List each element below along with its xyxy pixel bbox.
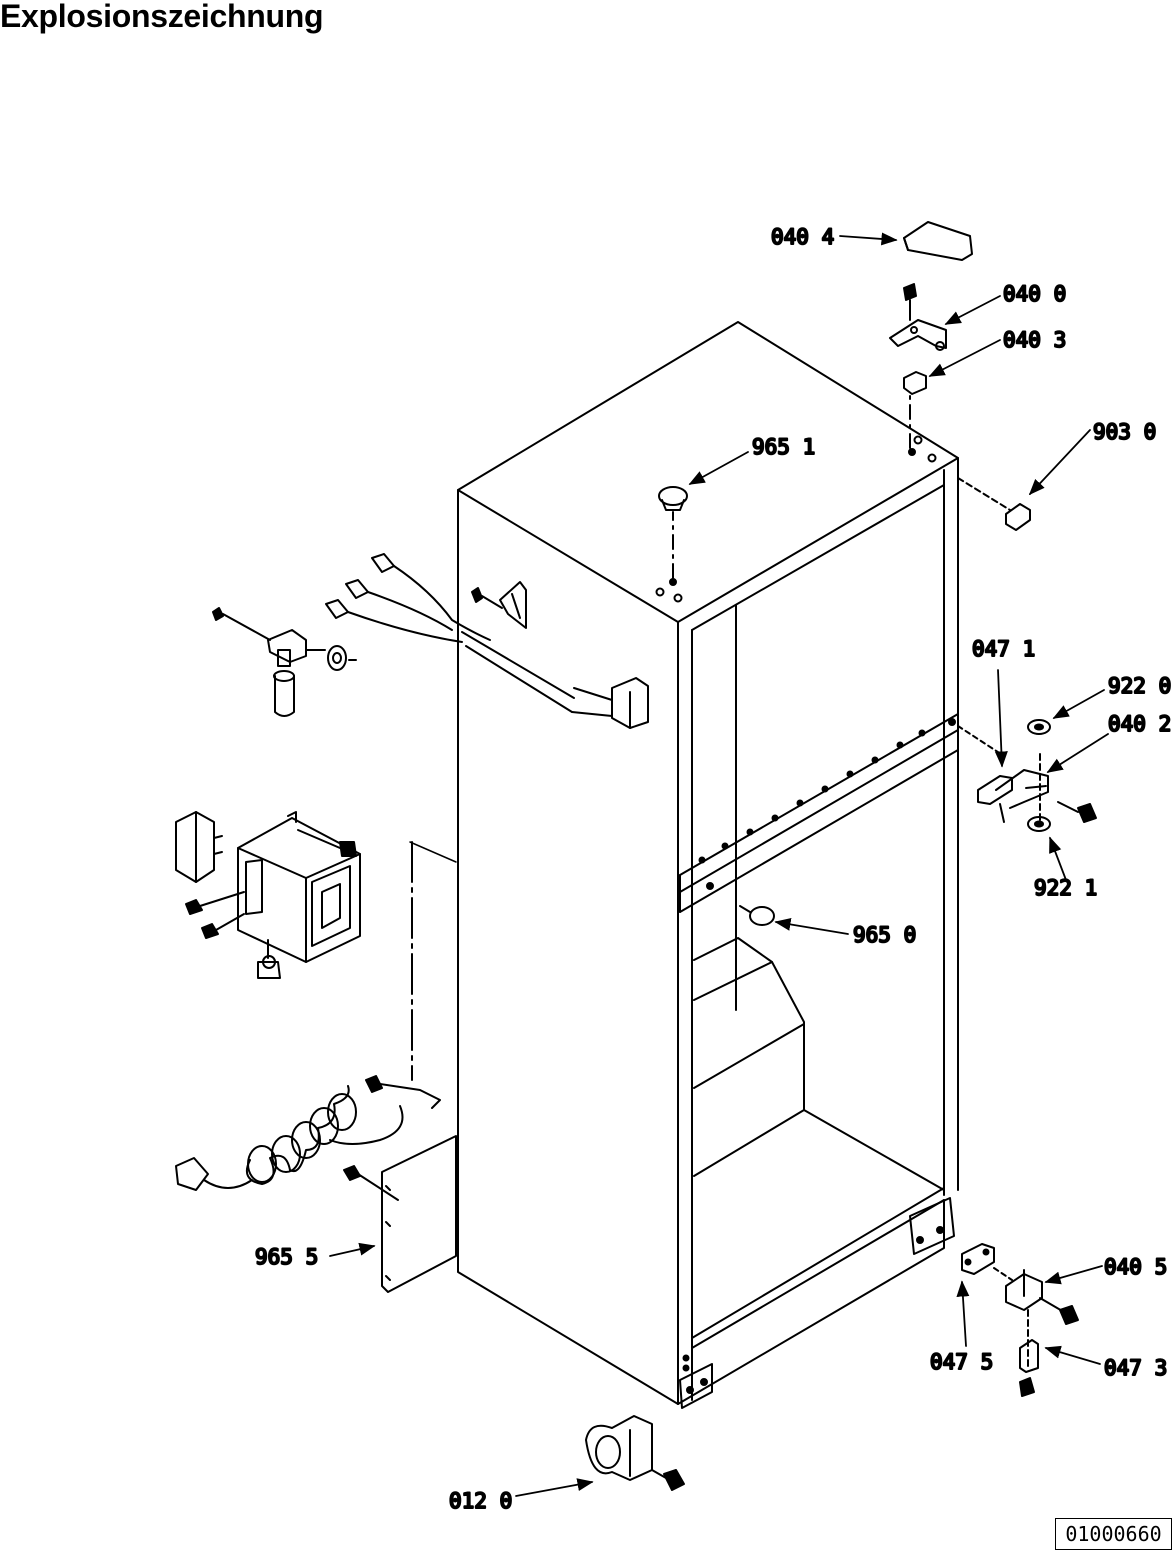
top-holes — [655, 391, 937, 603]
cabinet-side — [457, 489, 679, 1405]
middle-hinge-assembly — [957, 725, 1097, 823]
hinge-spacer-047-5 — [961, 1243, 995, 1275]
wiring-harness — [325, 553, 649, 729]
front-foot-plate — [679, 1354, 713, 1409]
label-047-1: 047 1 — [972, 637, 1035, 661]
page-title: Explosionszeichnung — [0, 0, 324, 34]
label-040-2: 040 2 — [1108, 712, 1171, 736]
washer-922-1 — [1027, 816, 1051, 832]
label-965-1: 965 1 — [752, 435, 815, 459]
label-965-5: 965 5 — [255, 1245, 318, 1269]
power-cord — [175, 841, 457, 1191]
label-040-0: 040 0 — [1003, 282, 1066, 306]
label-965-0: 965 0 — [853, 923, 916, 947]
thermostat-assembly — [212, 607, 357, 717]
lower-hinge-plate — [909, 1197, 955, 1255]
lamp-bracket — [471, 581, 527, 629]
label-040-5: 040 5 — [1104, 1255, 1167, 1279]
inner-evaporator — [693, 937, 805, 1177]
door-stop-903-0 — [957, 477, 1031, 531]
cabinet-body — [457, 321, 959, 1405]
top-hinge-040-0 — [889, 283, 947, 351]
leveling-foot-012-0 — [585, 1415, 685, 1491]
label-922-1: 922 1 — [1034, 876, 1097, 900]
document-id-box: 01000660 — [1055, 1518, 1172, 1550]
leader-lines — [329, 232, 1109, 1497]
compressor-start-box — [185, 811, 361, 979]
washer-922-0 — [1027, 719, 1051, 735]
back-cover-965-5 — [343, 1135, 457, 1293]
plug-965-1 — [658, 486, 688, 511]
label-040-4: 040 4 — [771, 225, 834, 249]
hinge-bushing-040-3 — [903, 371, 927, 395]
label-040-3: 040 3 — [1003, 328, 1066, 352]
label-903-0: 903 0 — [1093, 420, 1156, 444]
label-047-3: 047 3 — [1104, 1356, 1167, 1380]
hinge-cover-040-4 — [903, 221, 973, 261]
hinge-pin-047-3 — [1019, 1309, 1039, 1397]
label-047-5: 047 5 — [930, 1350, 993, 1374]
bottom-hinge-040-5 — [993, 1267, 1079, 1325]
label-012-0: 012 0 — [449, 1489, 512, 1513]
label-922-0: 922 0 — [1108, 674, 1171, 698]
relay-box — [175, 811, 223, 883]
middle-rail — [679, 713, 959, 913]
cabinet-top — [457, 321, 959, 623]
plug-965-0 — [739, 905, 775, 926]
